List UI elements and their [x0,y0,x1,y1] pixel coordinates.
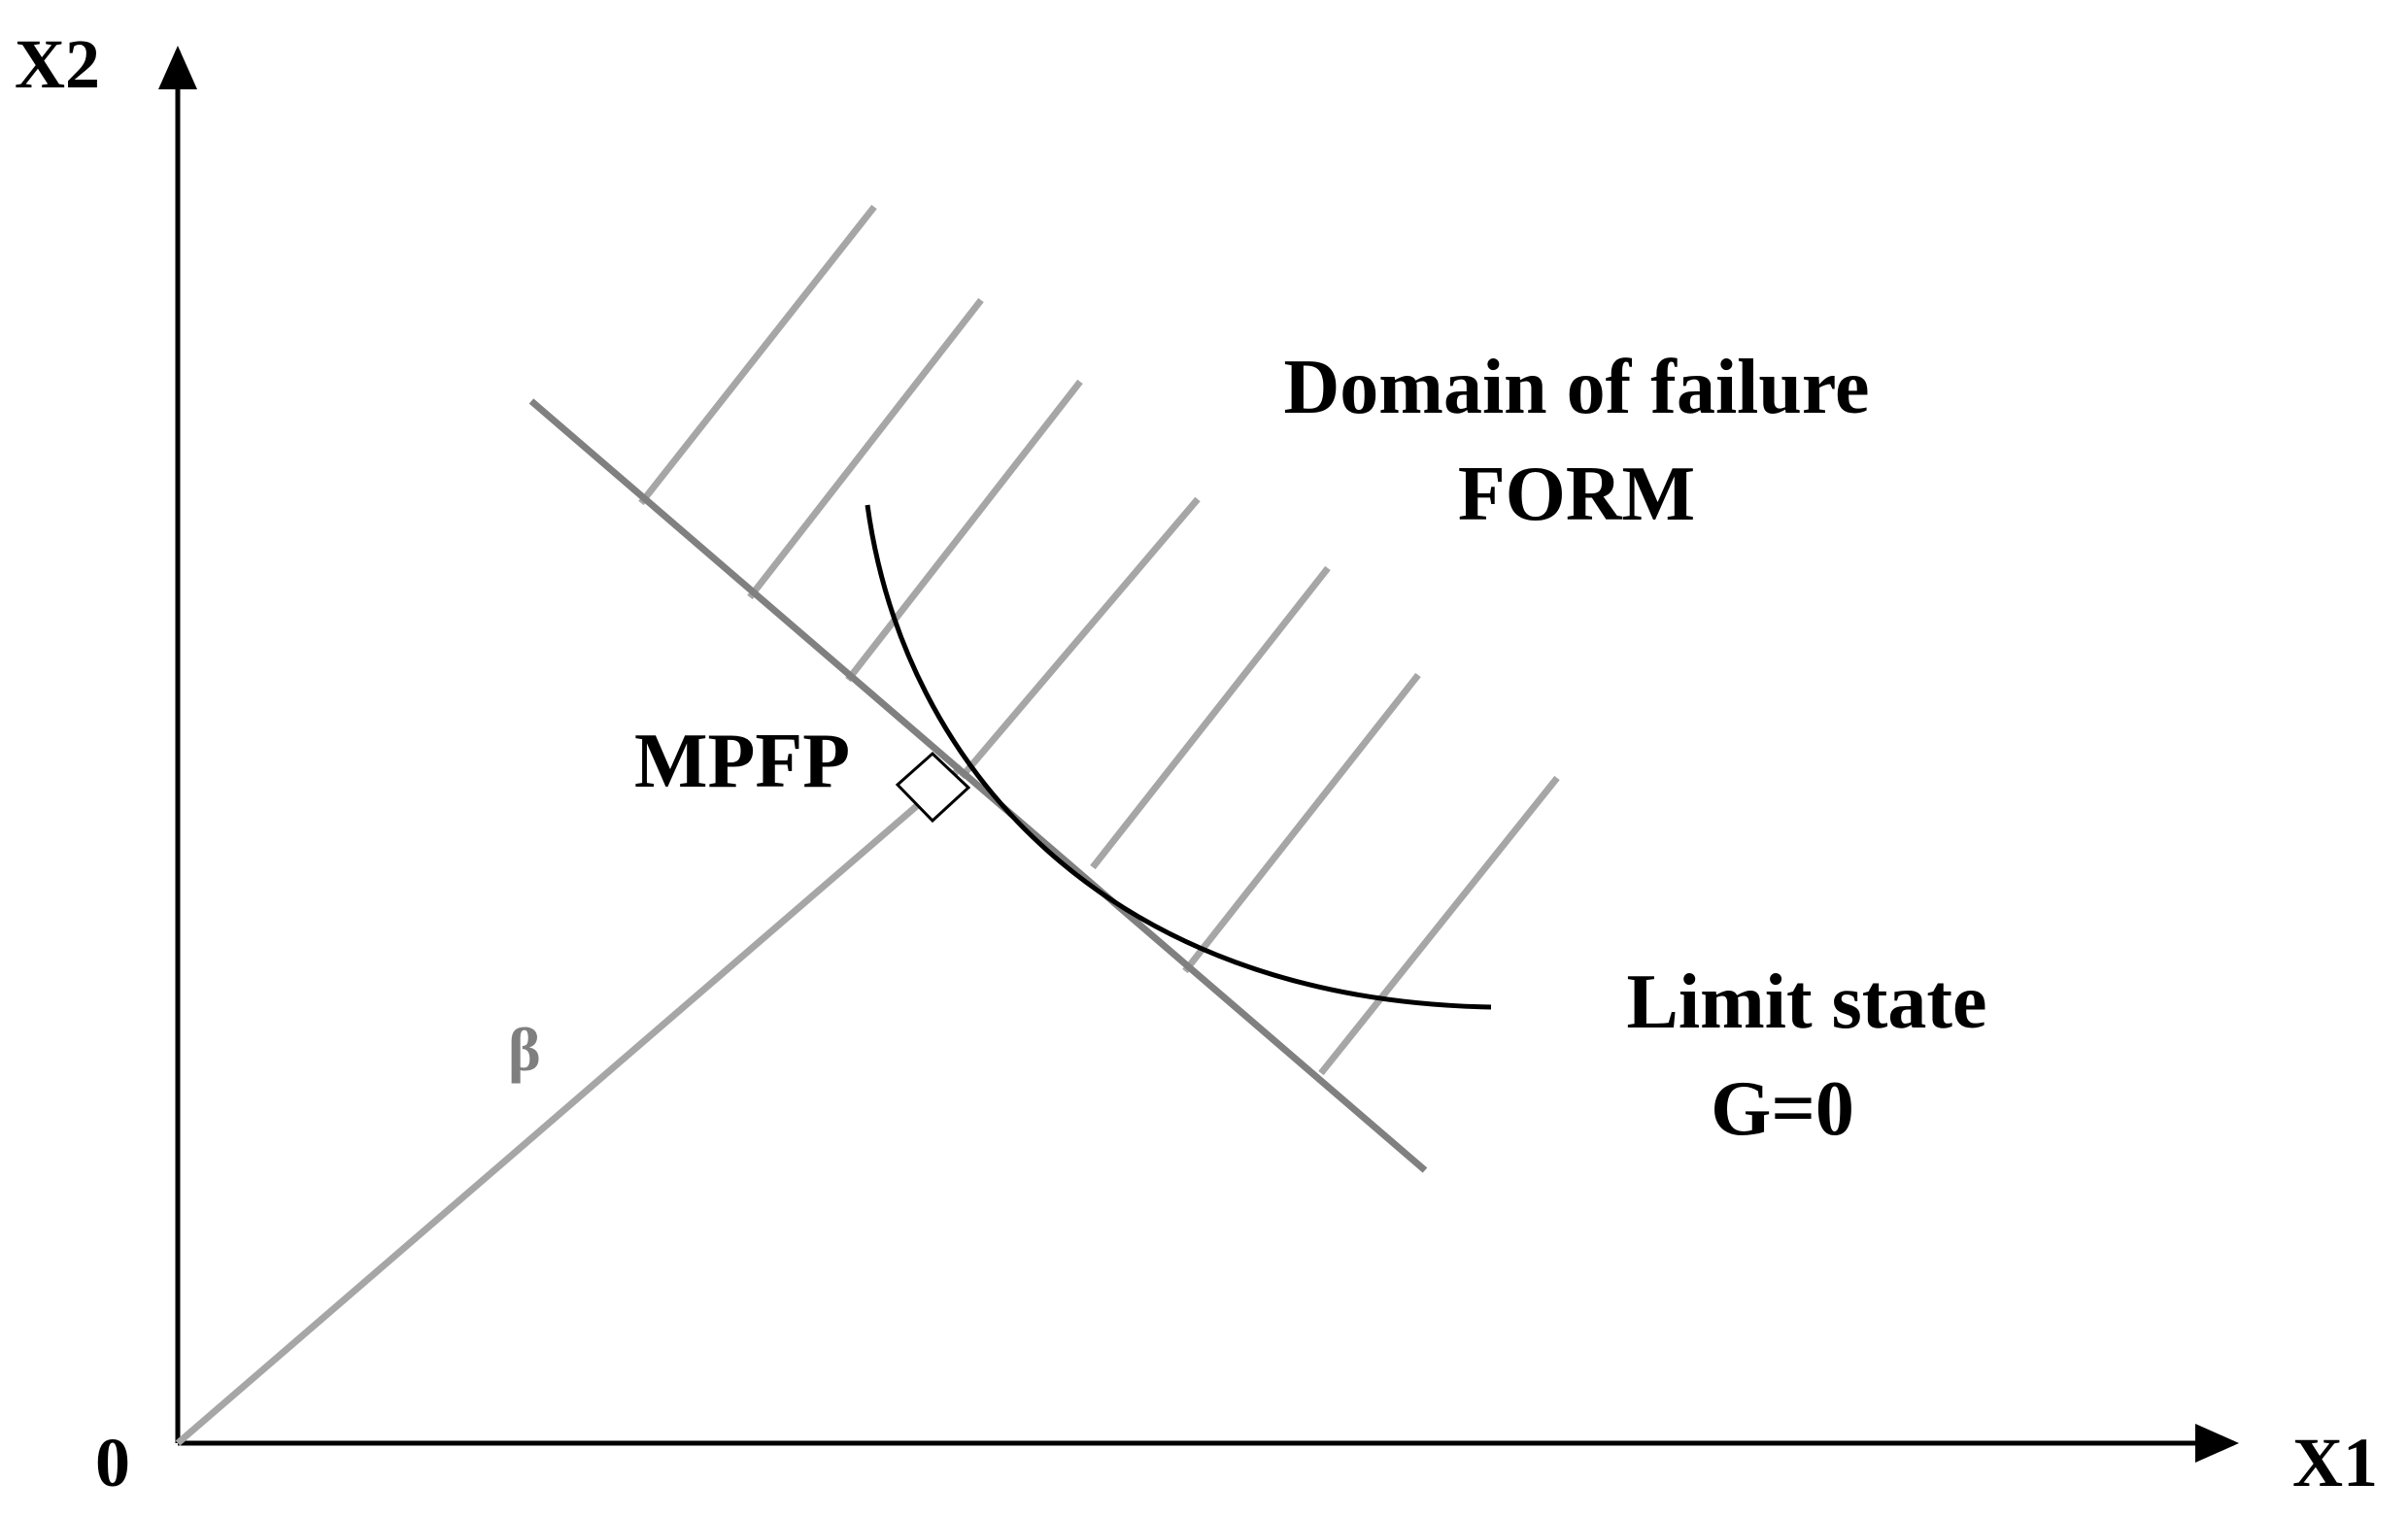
form-tangent-line [528,398,1428,1173]
hatch-line [1318,775,1560,1076]
mpfp-label: MPFP [634,719,850,804]
g-equals-zero-label: G=0 [1711,1066,1854,1152]
form-label: FORM [1458,452,1695,537]
domain-of-failure-label: Domain of failure [1284,345,1870,430]
hatch-line [747,297,984,600]
origin-label: 0 [95,1424,130,1501]
hatch-line [845,379,1083,683]
y-axis-label: X2 [15,25,100,103]
hatch-line [1182,672,1421,974]
failure-hatching [638,204,1560,1076]
limit-state-label: Limit state [1626,960,1986,1045]
hatch-line [638,204,877,506]
beta-line [175,764,965,1446]
right-angle-marker [895,751,971,824]
hatch-line [1090,565,1331,870]
limit-state-curve [865,504,1492,1010]
hatch-line [959,496,1201,780]
beta-label: β [508,1015,541,1084]
x-axis-label: X1 [2292,1424,2378,1501]
